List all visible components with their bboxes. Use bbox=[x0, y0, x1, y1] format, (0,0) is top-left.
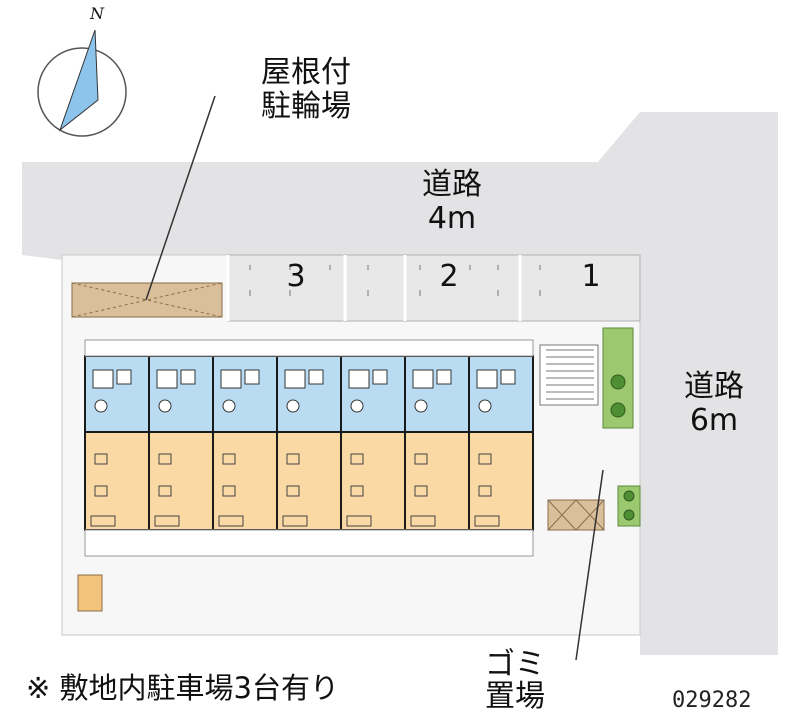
bicycle-shed bbox=[71, 282, 223, 318]
unit-4-wet-area bbox=[276, 355, 342, 433]
road-corner bbox=[598, 112, 640, 162]
unit-1-furniture-b bbox=[94, 485, 108, 497]
unit-7-room bbox=[468, 431, 534, 531]
parking-slot-2-label: 2 bbox=[439, 259, 459, 294]
unit-6-sink bbox=[436, 369, 452, 385]
unit-6-room bbox=[404, 431, 470, 531]
corridor bbox=[84, 339, 534, 357]
unit-2-toilet bbox=[158, 399, 172, 413]
shrub-1 bbox=[610, 374, 626, 390]
unit-1-bathtub bbox=[92, 369, 114, 389]
unit-3-bathtub bbox=[220, 369, 242, 389]
unit-2-furniture-a bbox=[158, 453, 172, 465]
unit-4-room bbox=[276, 431, 342, 531]
roofed-bicycle-parking-label-line1: 屋根付 bbox=[261, 55, 351, 90]
unit-3-balcony bbox=[218, 515, 244, 527]
unit-6-wet-area bbox=[404, 355, 470, 433]
unit-5-furniture-a bbox=[350, 453, 364, 465]
unit-5-bathtub bbox=[348, 369, 370, 389]
unit-7-furniture-a bbox=[478, 453, 492, 465]
unit-1-toilet bbox=[94, 399, 108, 413]
unit-2-furniture-b bbox=[158, 485, 172, 497]
unit-4-toilet bbox=[286, 399, 300, 413]
garbage-area-label-line2: 置場 bbox=[485, 679, 545, 714]
unit-2-wet-area bbox=[148, 355, 214, 433]
parking-slot-1-label: 1 bbox=[581, 259, 601, 294]
unit-2-sink bbox=[180, 369, 196, 385]
unit-6-bathtub bbox=[412, 369, 434, 389]
roofed-bicycle-parking-label: 屋根付 駐輪場 bbox=[236, 58, 376, 122]
unit-5-wet-area bbox=[340, 355, 406, 433]
unit-3-sink bbox=[244, 369, 260, 385]
east-road-name: 道路 bbox=[684, 369, 744, 404]
unit-7-furniture-b bbox=[478, 485, 492, 497]
unit-1-wet-area bbox=[84, 355, 150, 433]
unit-6-furniture-b bbox=[414, 485, 428, 497]
garbage-cross-2 bbox=[547, 499, 577, 531]
unit-5-balcony bbox=[346, 515, 372, 527]
unit-3-furniture-a bbox=[222, 453, 236, 465]
bicycle-shed-cross-1 bbox=[71, 282, 223, 318]
shrub-3 bbox=[623, 490, 635, 502]
unit-7-balcony bbox=[474, 515, 500, 527]
garbage-area-label-line1: ゴミ bbox=[485, 647, 545, 682]
unit-4-furniture-a bbox=[286, 453, 300, 465]
parking-slot-3-label: 3 bbox=[286, 259, 306, 294]
property-code: 029282 bbox=[672, 688, 752, 713]
unit-6-balcony bbox=[410, 515, 436, 527]
north-road-name: 道路 bbox=[422, 167, 482, 202]
unit-7-bathtub bbox=[476, 369, 498, 389]
unit-3-toilet bbox=[222, 399, 236, 413]
balcony-strip bbox=[84, 529, 534, 557]
unit-4-furniture-b bbox=[286, 485, 300, 497]
north-road-label: 道路 4m bbox=[392, 170, 512, 234]
unit-2-bathtub bbox=[156, 369, 178, 389]
compass-north-letter: N bbox=[90, 4, 104, 23]
parking-strip bbox=[227, 254, 641, 322]
unit-2-room bbox=[148, 431, 214, 531]
unit-5-furniture-b bbox=[350, 485, 364, 497]
garbage-area-label: ゴミ 置場 bbox=[455, 650, 575, 712]
unit-5-toilet bbox=[350, 399, 364, 413]
unit-3-furniture-b bbox=[222, 485, 236, 497]
shrub-4 bbox=[623, 509, 635, 521]
unit-3-wet-area bbox=[212, 355, 278, 433]
unit-1-room bbox=[84, 431, 150, 531]
unit-4-balcony bbox=[282, 515, 308, 527]
unit-1-balcony bbox=[90, 515, 116, 527]
compass-needle bbox=[58, 29, 99, 132]
garbage-cross-4 bbox=[575, 499, 605, 531]
roofed-bicycle-parking-label-line2: 駐輪場 bbox=[261, 89, 351, 124]
unit-4-sink bbox=[308, 369, 324, 385]
unit-6-toilet bbox=[414, 399, 428, 413]
north-road-width: 4m bbox=[427, 201, 477, 236]
garbage-leader-line bbox=[575, 469, 604, 661]
unit-2-balcony bbox=[154, 515, 180, 527]
unit-7-sink bbox=[500, 369, 516, 385]
unit-5-room bbox=[340, 431, 406, 531]
unit-3-room bbox=[212, 431, 278, 531]
unit-7-wet-area bbox=[468, 355, 534, 433]
unit-6-furniture-a bbox=[414, 453, 428, 465]
bicycle-leader-line bbox=[145, 95, 216, 301]
bicycle-shed-cross-2 bbox=[71, 282, 223, 318]
compass-ring bbox=[37, 47, 127, 137]
car-stop-marker bbox=[77, 574, 103, 612]
shrub-2 bbox=[610, 402, 626, 418]
north-road bbox=[22, 162, 642, 255]
staircase bbox=[539, 344, 599, 406]
on-site-parking-note: ※ 敷地内駐車場3台有り bbox=[26, 671, 339, 705]
east-road-width: 6m bbox=[689, 403, 739, 438]
unit-5-sink bbox=[372, 369, 388, 385]
east-road-label: 道路 6m bbox=[664, 372, 764, 436]
unit-1-sink bbox=[116, 369, 132, 385]
unit-1-furniture-a bbox=[94, 453, 108, 465]
unit-4-bathtub bbox=[284, 369, 306, 389]
unit-7-toilet bbox=[478, 399, 492, 413]
